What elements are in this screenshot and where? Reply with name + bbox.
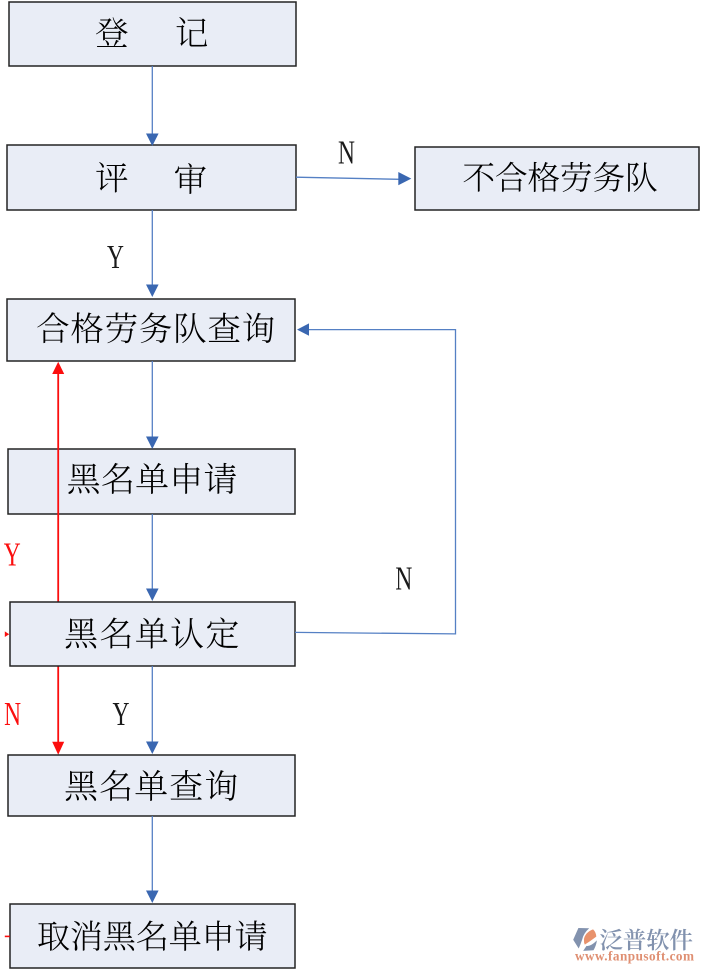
svg-text:Y: Y <box>113 696 130 733</box>
svg-text:Y: Y <box>107 239 124 276</box>
svg-text:N: N <box>4 696 21 733</box>
svg-text:N: N <box>338 135 355 172</box>
svg-text:N: N <box>395 561 412 598</box>
svg-text:Y: Y <box>4 536 21 573</box>
svg-text:www.fanpusoft.com: www.fanpusoft.com <box>575 949 694 964</box>
